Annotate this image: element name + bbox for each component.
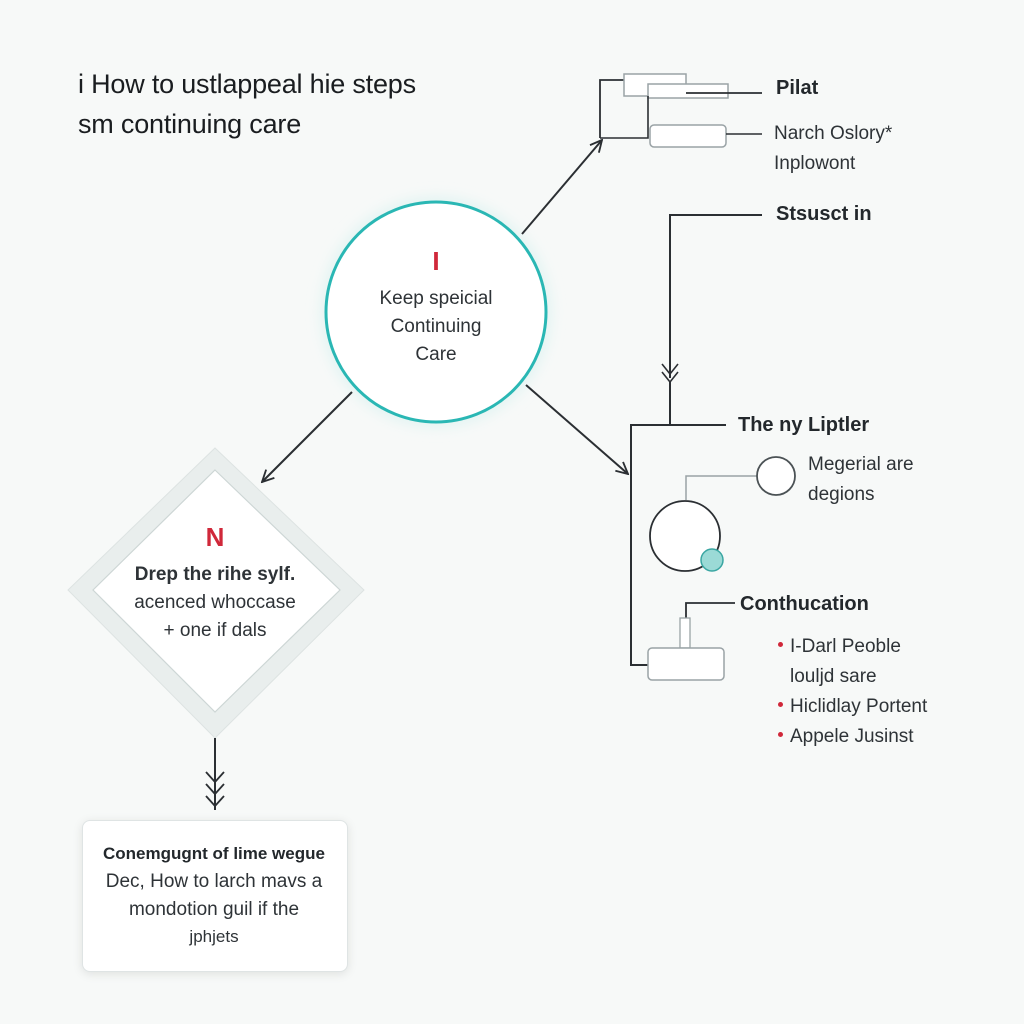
circle-node-marker: I xyxy=(432,246,440,276)
page-title-line2: sm continuing care xyxy=(78,109,302,139)
page-title-line1: i How to ustlappeal hie steps xyxy=(78,69,416,99)
conthucation-capsule xyxy=(647,647,725,681)
bullet-item: I-Darl Peoble xyxy=(778,636,901,658)
conthucation-connector xyxy=(685,602,735,648)
circle-link-line xyxy=(685,475,762,500)
bullet-item-label: Hiclidlay Portent xyxy=(790,696,928,717)
bottom-box-line1: Conemgugnt of lime wegue xyxy=(103,844,325,863)
bullet-item: Appele Jusinst xyxy=(778,726,914,748)
arrow-circle-to-top xyxy=(521,140,602,235)
stsusct-connector xyxy=(669,214,762,378)
bottom-box-line4: jphjets xyxy=(189,927,239,946)
label-lipter: The ny Liptler xyxy=(738,414,870,436)
component-bar-2 xyxy=(647,83,729,99)
small-node-circle xyxy=(756,456,796,496)
component-stem xyxy=(600,96,649,139)
arrow-circle-to-right-panel xyxy=(525,384,628,474)
diamond-node xyxy=(92,469,341,713)
diamond-node-line3: + one if dals xyxy=(163,620,267,641)
bottom-box-line3: mondotion guil if the xyxy=(128,899,300,920)
bullet-dot-icon xyxy=(778,732,783,738)
circle-node-line1: Keep speicial xyxy=(379,288,493,309)
bullet-item-label: Appele Jusinst xyxy=(790,726,914,747)
label-megerial-line1: Megerial are xyxy=(808,454,914,475)
circle-node-line2: Continuing xyxy=(390,316,482,337)
circle-node-line3: Care xyxy=(415,344,457,365)
diamond-node-line1: Drep the rihe sylf. xyxy=(134,564,296,585)
bottom-info-box xyxy=(82,820,348,972)
label-stsusct: Stsusct in xyxy=(776,203,872,225)
bullet-item: loulјd sare xyxy=(790,666,877,688)
bottom-box-line2: Dec, How to larch mavs a xyxy=(105,871,323,892)
double-chevron-down-icon xyxy=(205,771,225,808)
top-right-bracket xyxy=(599,79,624,138)
label-narch-line1: Narch Oslory* xyxy=(774,123,893,144)
bullet-item: Hiclidlay Portent xyxy=(778,696,927,718)
diamond-node-line2: acenced whoccase xyxy=(134,592,296,613)
teal-dot xyxy=(700,548,724,572)
diamond-node-marker: N xyxy=(205,522,225,552)
label-conthucation: Conthucation xyxy=(740,593,869,615)
bullet-item-label: loulјd sare xyxy=(790,666,877,687)
circle-node xyxy=(324,200,548,424)
bullet-item-label: I-Darl Peoble xyxy=(790,636,901,657)
bullet-dot-icon xyxy=(778,642,783,648)
bullet-dot-icon xyxy=(778,702,783,708)
label-pilat: Pilat xyxy=(776,77,819,99)
label-narch-line2: Inplowont xyxy=(774,153,856,174)
arrow-circle-to-diamond xyxy=(262,391,353,482)
conthucation-stem xyxy=(679,617,691,649)
label-megerial-line2: degions xyxy=(808,484,875,505)
right-panel-bracket xyxy=(630,424,726,666)
component-capsule xyxy=(649,124,727,148)
